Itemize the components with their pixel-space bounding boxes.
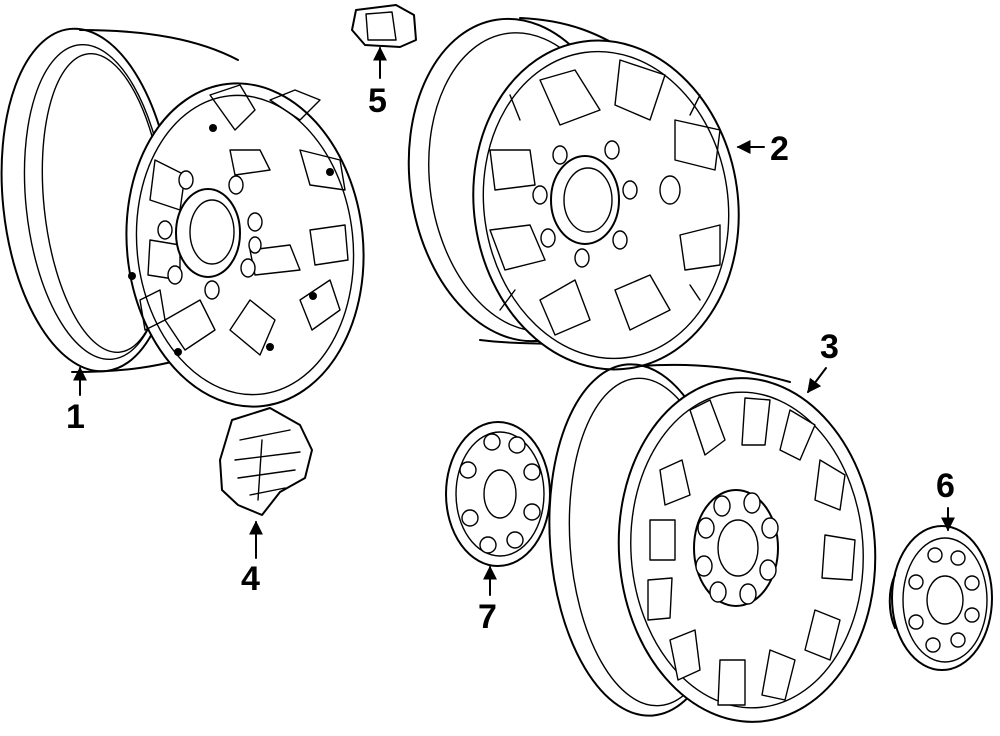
callout-7: 7 (478, 598, 497, 636)
hub-cover-part-7 (445, 421, 551, 567)
wheel-part-1 (0, 27, 365, 408)
callout-5: 5 (368, 82, 387, 120)
wheel-part-2 (407, 17, 740, 371)
hub-cover-part-6 (888, 525, 993, 671)
callout-2: 2 (770, 130, 789, 168)
callout-4: 4 (241, 560, 260, 598)
callout-3: 3 (820, 328, 839, 366)
callout-1: 1 (66, 398, 85, 436)
callout-6: 6 (936, 467, 955, 505)
valve-part-5 (351, 4, 417, 48)
wheel-part-3 (548, 363, 877, 723)
leader-lines (73, 46, 955, 596)
center-cap-part-4 (219, 407, 313, 516)
